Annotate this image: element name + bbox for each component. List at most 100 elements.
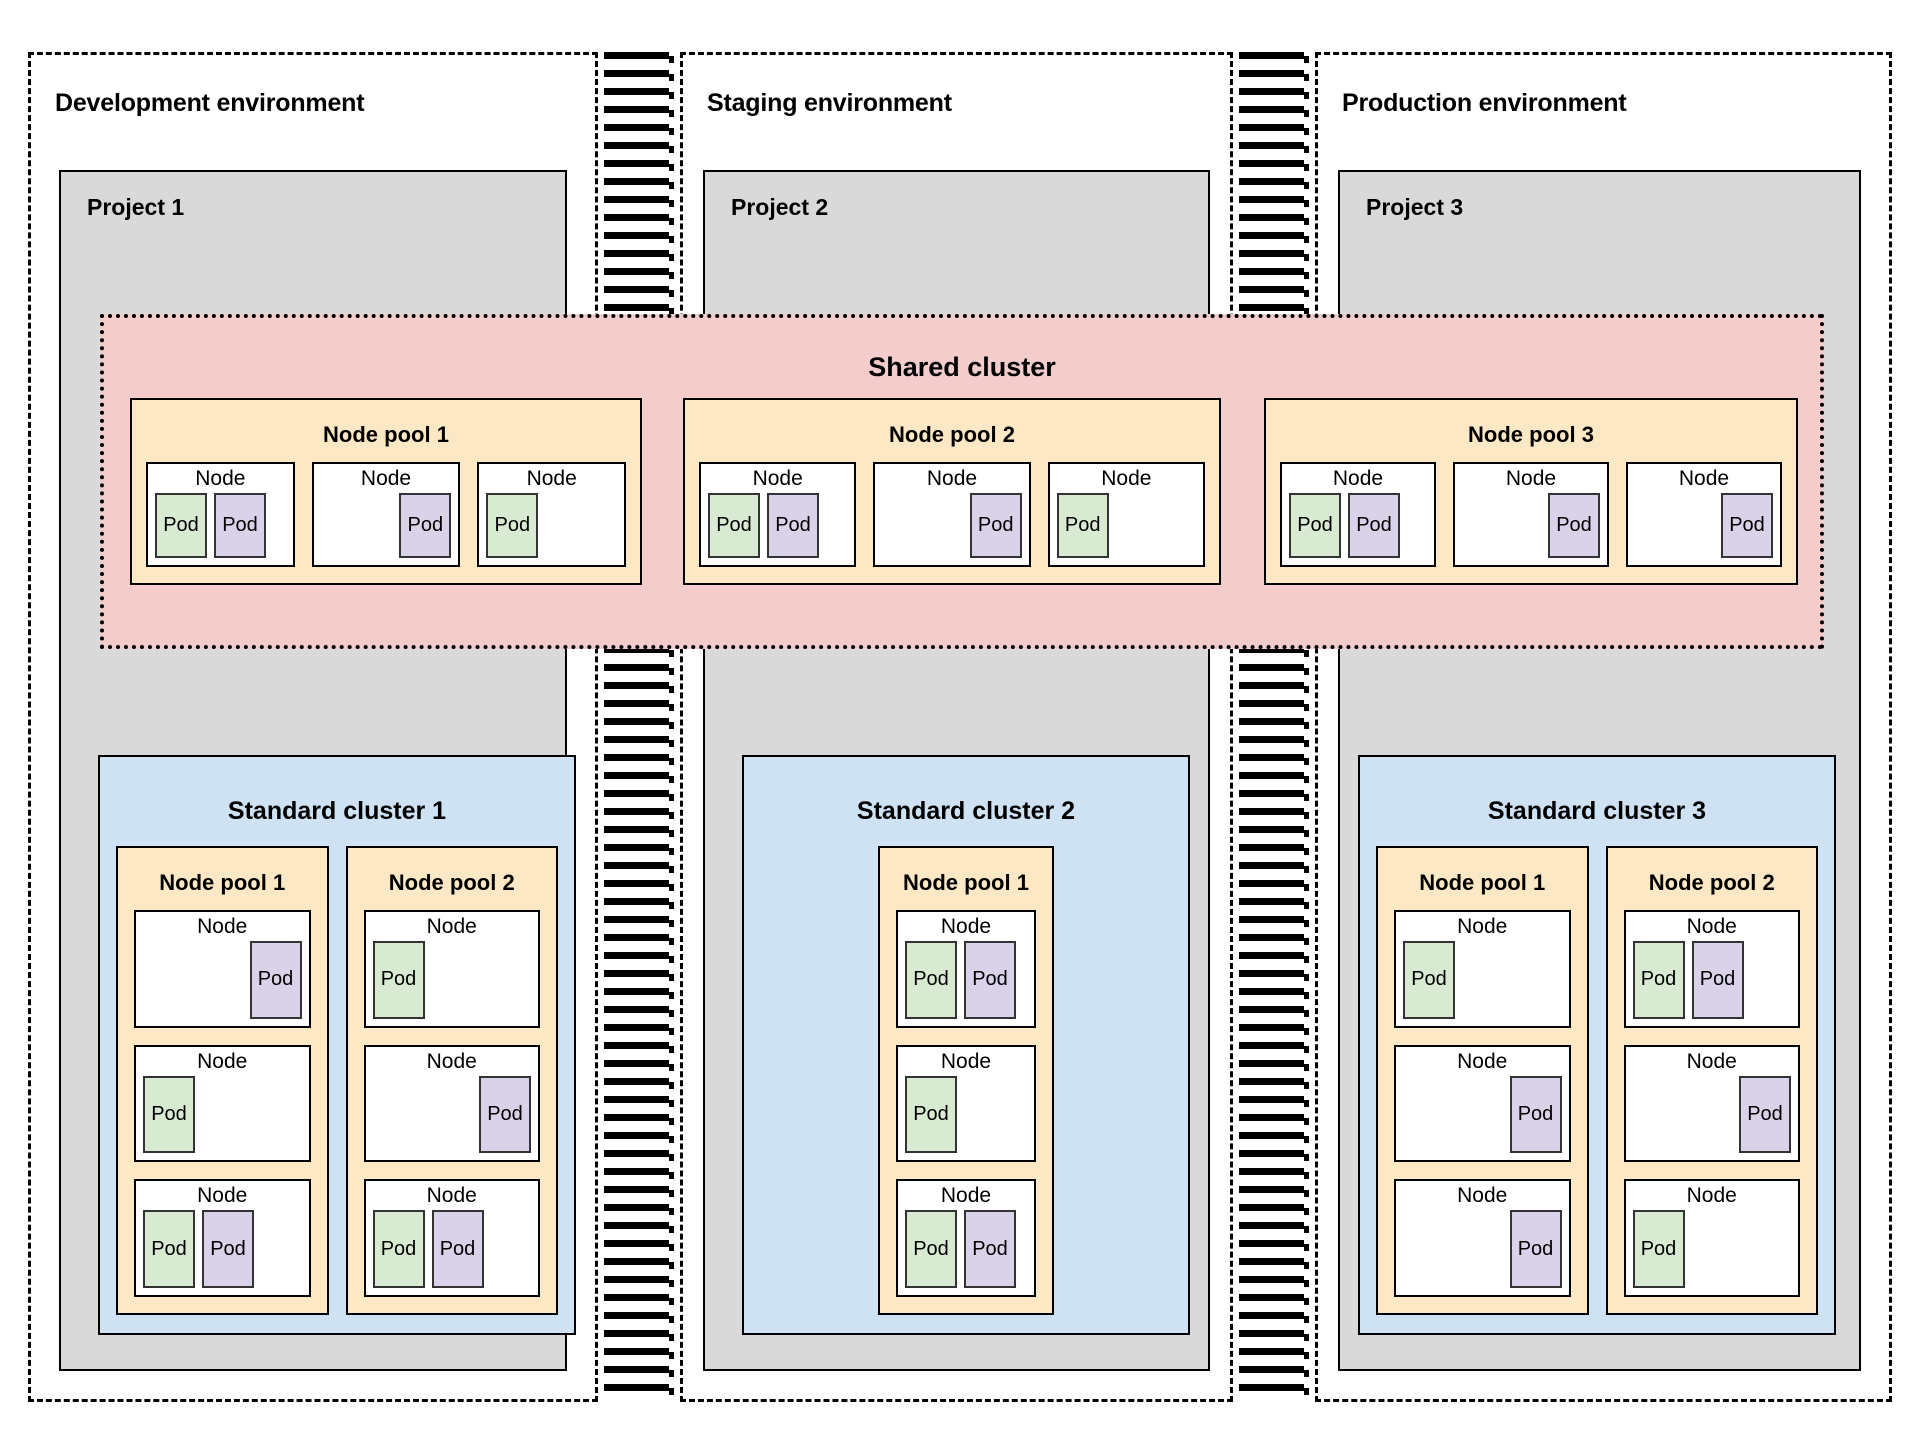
- node-label: Node: [926, 467, 978, 490]
- pod[interactable]: Pod: [143, 1075, 195, 1154]
- pod[interactable]: Pod: [214, 493, 266, 558]
- pod[interactable]: Pod: [1403, 941, 1455, 1019]
- pod[interactable]: Pod: [1721, 493, 1773, 558]
- pod[interactable]: Pod: [1632, 1210, 1685, 1289]
- environment-title-staging: Staging environment: [707, 89, 952, 117]
- pod-container: Pod: [1403, 1210, 1562, 1289]
- pod-container: Pod: [1462, 493, 1600, 558]
- node-label: Node: [360, 467, 412, 490]
- node-label: Node: [940, 1184, 992, 1208]
- pod[interactable]: Pod: [1548, 493, 1600, 558]
- pod[interactable]: Pod: [431, 1210, 484, 1289]
- pod-container: Pod: [1633, 1075, 1791, 1154]
- pod[interactable]: Pod: [372, 941, 425, 1019]
- pod-container: Pod: [1632, 1210, 1792, 1289]
- standard-cluster-3-title: Standard cluster 3: [1487, 797, 1707, 825]
- node-label: Node: [1686, 1184, 1737, 1208]
- pod[interactable]: Pod: [905, 1075, 957, 1154]
- pod[interactable]: Pod: [1056, 493, 1109, 558]
- pod[interactable]: Pod: [155, 493, 207, 558]
- pod[interactable]: Pod: [964, 1210, 1016, 1289]
- pod[interactable]: Pod: [202, 1210, 254, 1289]
- node-pool-title: Node pool 2: [388, 870, 515, 895]
- pod[interactable]: Pod: [1348, 493, 1400, 558]
- pod-container: Pod: [372, 941, 532, 1019]
- node-label: Node: [1332, 467, 1384, 490]
- pod-container: Pod: [1403, 1075, 1562, 1154]
- pod[interactable]: Pod: [486, 493, 539, 558]
- node-label: Node: [197, 1184, 248, 1208]
- pod[interactable]: Pod: [479, 1075, 531, 1154]
- pod[interactable]: Pod: [905, 941, 957, 1019]
- pod[interactable]: Pod: [372, 1210, 425, 1289]
- pod[interactable]: Pod: [1739, 1075, 1791, 1154]
- pod[interactable]: Pod: [1509, 1210, 1562, 1289]
- node-label: Node: [426, 1049, 477, 1073]
- node-pool-title: Node pool 3: [1468, 422, 1594, 447]
- pod-container: Pod: [143, 1075, 302, 1154]
- pod-container: Pod: [882, 493, 1022, 558]
- pod[interactable]: Pod: [969, 493, 1022, 558]
- pod[interactable]: Pod: [708, 493, 760, 558]
- pod[interactable]: Pod: [249, 941, 302, 1019]
- pod[interactable]: Pod: [964, 941, 1016, 1019]
- pod[interactable]: Pod: [1691, 941, 1744, 1019]
- pod[interactable]: Pod: [1289, 493, 1341, 558]
- node-label: Node: [1457, 915, 1508, 938]
- pod[interactable]: Pod: [905, 1210, 957, 1289]
- pod[interactable]: Pod: [1632, 941, 1685, 1019]
- pod[interactable]: Pod: [767, 493, 819, 558]
- pod[interactable]: Pod: [399, 493, 452, 558]
- node-label: Node: [752, 467, 803, 490]
- pod[interactable]: Pod: [1509, 1075, 1562, 1154]
- pod[interactable]: Pod: [143, 1210, 195, 1289]
- environment-title-development: Development environment: [55, 89, 365, 117]
- environment-divider-2: [1239, 52, 1309, 1402]
- pod-container: Pod: [486, 493, 617, 558]
- node-pool-title: Node pool 1: [323, 422, 449, 447]
